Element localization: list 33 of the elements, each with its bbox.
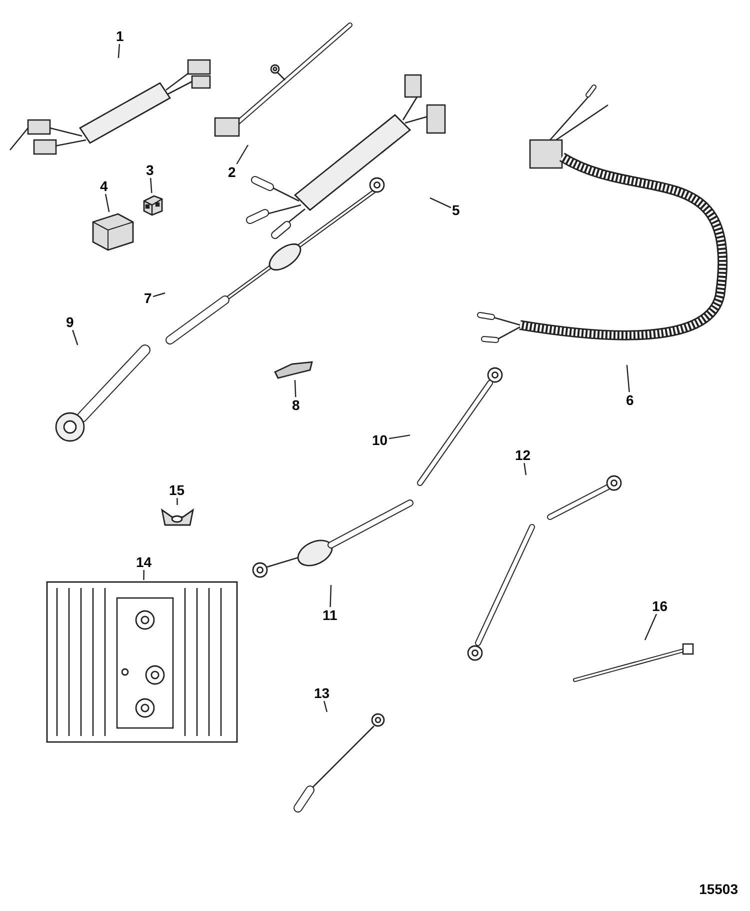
leader-line <box>644 614 657 640</box>
leader-line <box>236 144 248 164</box>
leader-line <box>104 194 110 212</box>
callout-number: 16 <box>651 598 669 614</box>
leader-line <box>118 44 120 58</box>
callout-number: 11 <box>322 607 338 623</box>
leader-line <box>143 570 144 580</box>
figure-number: 15503 <box>699 881 738 897</box>
callout-number: 1 <box>115 28 125 44</box>
callout-number: 14 <box>135 554 153 570</box>
leader-line <box>388 434 410 440</box>
callout-number: 6 <box>625 392 635 408</box>
callout-number: 2 <box>227 164 237 180</box>
callout-number: 4 <box>99 178 109 194</box>
callout-number: 13 <box>313 685 331 701</box>
callout-number: 10 <box>371 432 389 448</box>
callout-number: 3 <box>145 162 155 178</box>
callout-number: 12 <box>514 447 532 463</box>
leader-line <box>72 330 78 346</box>
callout-number: 5 <box>451 202 461 218</box>
leader-line <box>152 292 166 298</box>
leader-line <box>324 700 328 712</box>
leader-line <box>176 498 178 506</box>
leader-line <box>294 380 296 398</box>
leader-line <box>430 197 452 208</box>
callout-number: 7 <box>143 290 153 306</box>
leader-line <box>150 178 152 194</box>
leader-line <box>330 584 332 608</box>
leader-line <box>524 462 527 476</box>
callout-number: 8 <box>291 397 301 413</box>
callout-number: 9 <box>65 314 75 330</box>
leader-line <box>626 364 630 392</box>
callout-number: 15 <box>168 482 186 498</box>
